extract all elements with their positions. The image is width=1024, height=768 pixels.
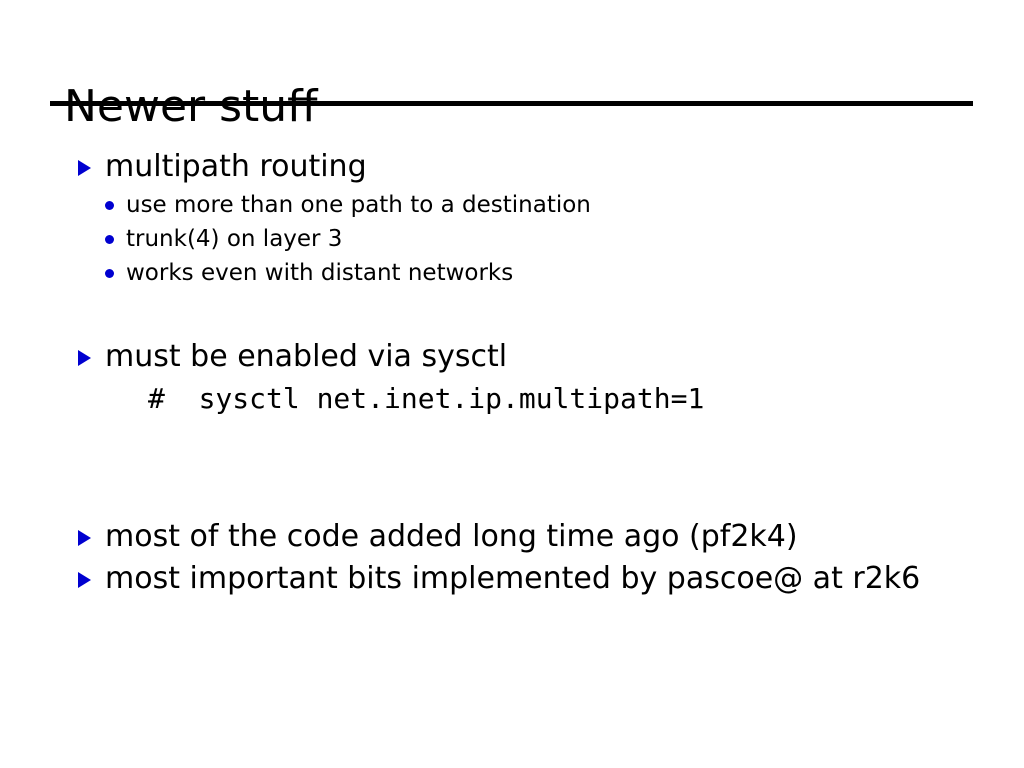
triangle-right-icon <box>78 572 91 588</box>
bullet-label: multipath routing <box>105 149 367 184</box>
bullet-trunk-on-layer-3: trunk(4) on layer 3 <box>0 222 1024 256</box>
bullet-most-of-the-code-added: most of the code added long time ago (pf… <box>0 516 1024 558</box>
slide-body: multipath routing use more than one path… <box>0 146 1024 600</box>
section-spacer <box>0 420 1024 516</box>
bullet-label: works even with distant networks <box>126 260 514 286</box>
title-underline-rule <box>50 101 973 106</box>
bullet-label: most important bits implemented by pasco… <box>105 561 921 596</box>
bullet-label: use more than one path to a destination <box>126 192 591 218</box>
section-spacer <box>0 290 1024 336</box>
triangle-right-icon <box>78 530 91 546</box>
triangle-right-icon <box>78 350 91 366</box>
bullet-label: trunk(4) on layer 3 <box>126 226 343 252</box>
bullet-use-more-than-one-path: use more than one path to a destination <box>0 188 1024 222</box>
bullet-must-be-enabled-via-sysctl: must be enabled via sysctl <box>0 336 1024 378</box>
round-dot-icon <box>105 201 114 210</box>
round-dot-icon <box>105 269 114 278</box>
sysctl-command-line: # sysctl net.inet.ip.multipath=1 <box>148 382 705 415</box>
bullet-multipath-routing: multipath routing <box>0 146 1024 188</box>
round-dot-icon <box>105 235 114 244</box>
triangle-right-icon <box>78 160 91 176</box>
page-title: Newer stuff <box>64 81 318 133</box>
bullet-most-important-bits: most important bits implemented by pasco… <box>0 558 1024 600</box>
bullet-label: most of the code added long time ago (pf… <box>105 519 798 554</box>
bullet-works-even-with-distant-networks: works even with distant networks <box>0 256 1024 290</box>
bullet-label: must be enabled via sysctl <box>105 339 508 374</box>
